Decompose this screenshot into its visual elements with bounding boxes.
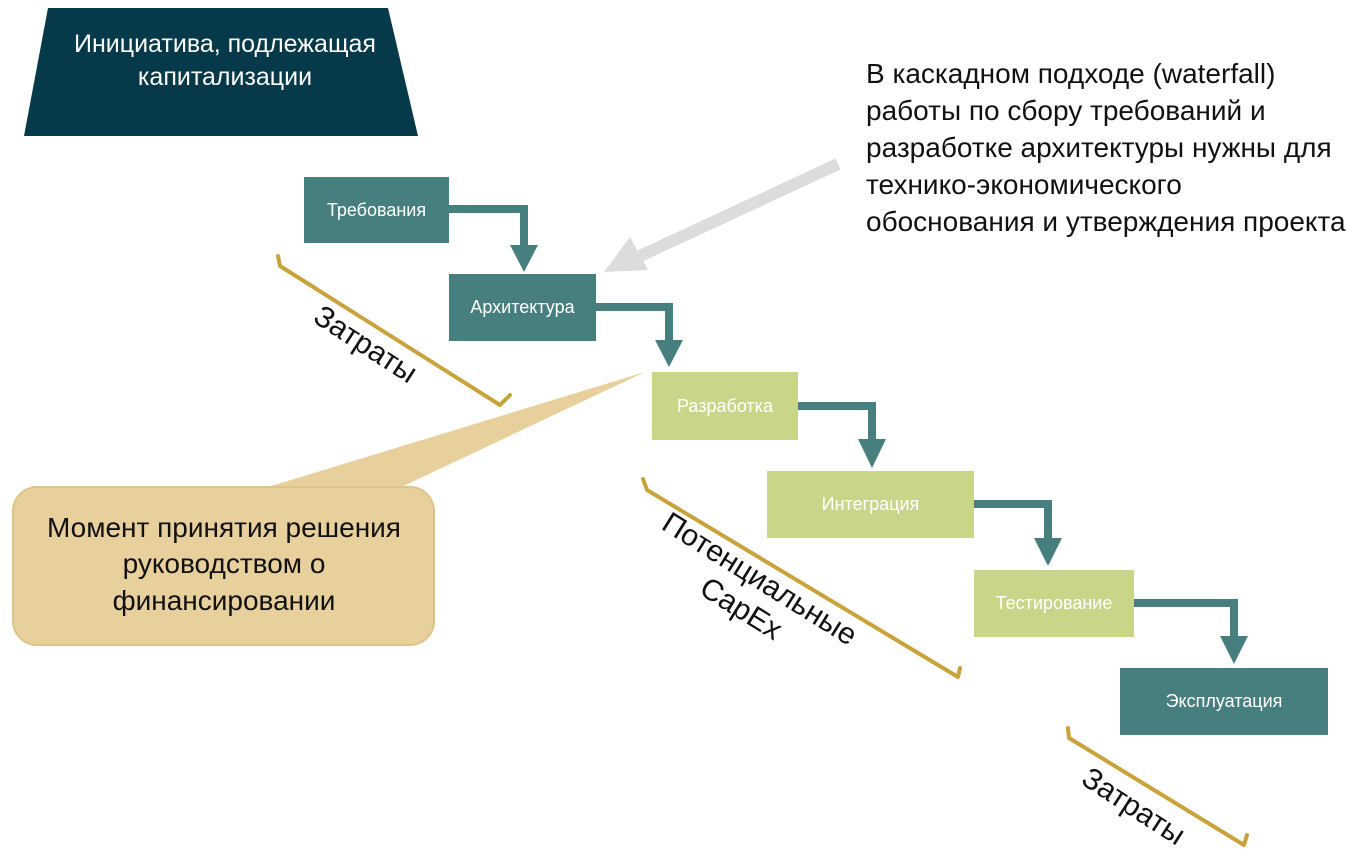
cascade-connectors (449, 205, 1238, 639)
step-boxes (304, 177, 1328, 735)
step-architecture: Архитектура (470, 297, 575, 317)
callout-box (12, 486, 435, 646)
step-testing: Тестирование (995, 593, 1113, 613)
arrowhead-3 (858, 439, 886, 468)
step-box-4 (767, 471, 974, 538)
connector-4 (974, 500, 1052, 541)
connector-3 (798, 402, 876, 442)
step-requirements: Требования (326, 199, 427, 220)
step-integration: Интеграция (821, 494, 920, 514)
connector-5 (1134, 599, 1238, 639)
step-box-2 (449, 274, 596, 341)
waterfall-note: В каскадном подходе (waterfall) работы п… (866, 58, 1346, 237)
connector-1 (449, 205, 528, 248)
title-banner (24, 8, 418, 136)
step-operation: Эксплуатация (1165, 691, 1283, 711)
arrowhead-2 (655, 340, 683, 367)
step-box-1 (304, 177, 449, 243)
step-box-5 (974, 570, 1134, 637)
funding-decision-callout: Момент принятия решения руководством о ф… (47, 512, 401, 616)
brace-capex (641, 477, 962, 679)
step-development: Разработка (677, 395, 773, 416)
callout-pointer (258, 372, 645, 490)
step-box-3 (652, 372, 798, 440)
arrowhead-4 (1034, 538, 1062, 566)
connector-2 (596, 303, 673, 343)
cascade-arrowheads (510, 245, 1248, 664)
brace-costs-before (276, 254, 512, 407)
arrowhead-1 (510, 245, 538, 272)
brace-costs-after (1066, 726, 1249, 847)
initiative-title: Инициатива, подлежащая капитализации (74, 30, 376, 91)
arrowhead-5 (1220, 636, 1248, 664)
note-arrow (604, 158, 841, 272)
step-box-6 (1120, 668, 1328, 735)
decision-callout-bubble (12, 372, 645, 646)
braces (276, 254, 1249, 847)
